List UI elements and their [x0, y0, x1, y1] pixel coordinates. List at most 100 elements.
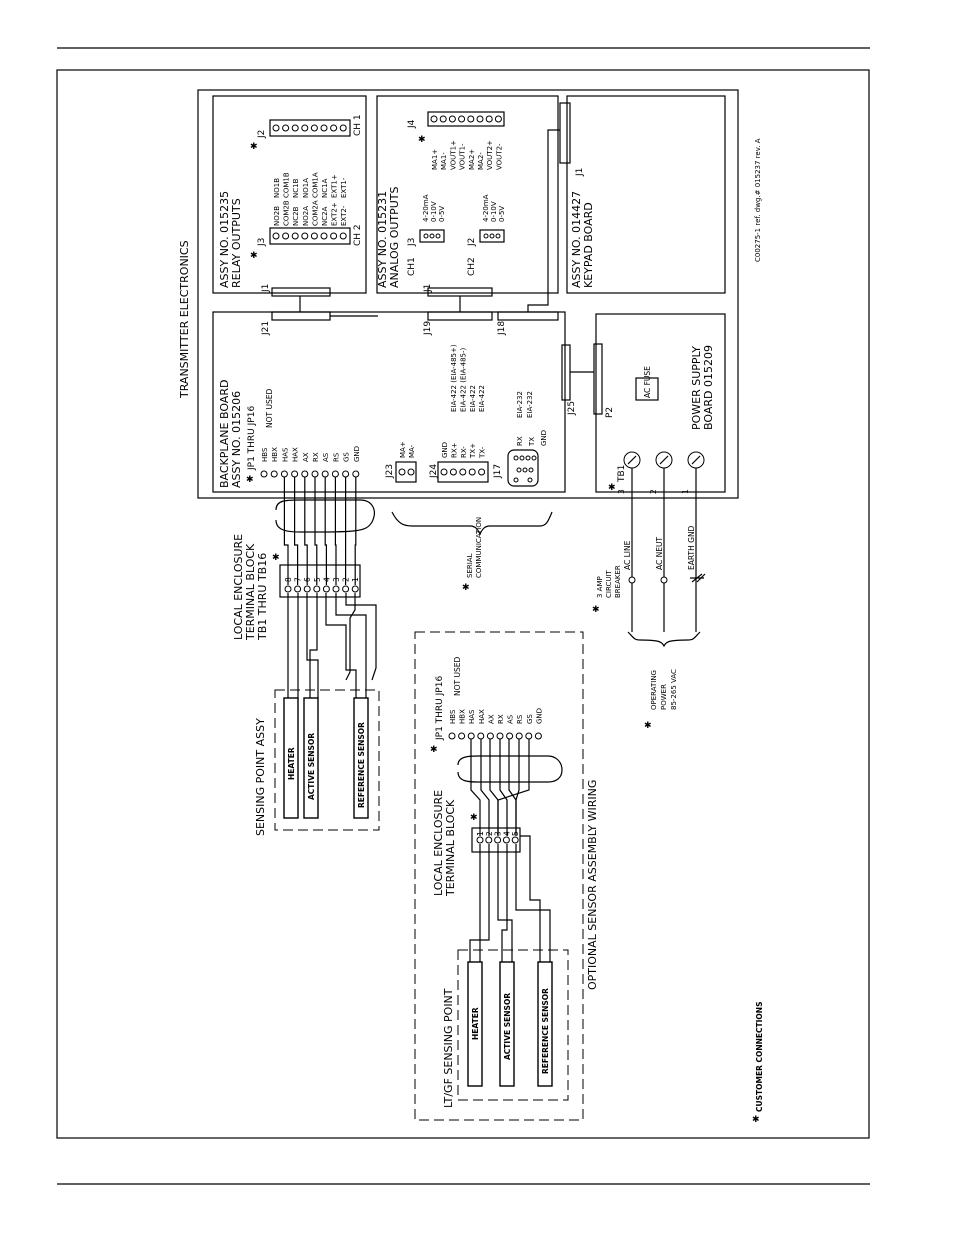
backplane-jp-terminal-label: GND: [353, 446, 361, 462]
tb-top-block: [279, 564, 361, 598]
backplane-jp-terminal-label: GS: [343, 452, 351, 462]
relay-j2-connector: [269, 119, 351, 137]
keypad-board: [566, 95, 726, 294]
analog-j4-terminal: [458, 115, 466, 123]
tb-top-terminal: [322, 585, 330, 593]
relay-ch2-terminal: [310, 232, 318, 240]
opt-jp-terminal-label: HBX: [459, 709, 467, 724]
opt-jp-terminals: [448, 732, 542, 740]
tb-top-title1: LOCAL ENCLOSURE: [232, 534, 245, 640]
relay-ch2-terminal-label: NC2B: [292, 206, 300, 226]
backplane-jp-asterisk: ✱: [246, 475, 254, 485]
relay-ch2-terminal-label: NO2A: [302, 206, 310, 226]
analog-jumper-pin: [495, 233, 501, 239]
opt-jp-terminal: [534, 732, 542, 740]
db9-pin: [516, 467, 522, 473]
backplane-j24-protocols: EIA-422 (EIA-485+)EIA-422 (EIA-485-)EIA-…: [450, 344, 486, 412]
relay-ch2-terminal-label: NC2A: [321, 206, 329, 226]
opt-wire: [470, 739, 481, 836]
relay-ch1-terminal-label: COM1A: [311, 172, 319, 198]
analog-j2-jumper: [479, 229, 505, 243]
tb1-screw: [659, 455, 669, 465]
operating-text-line: POWER: [660, 684, 668, 710]
j17-terminal-label: RX: [516, 436, 524, 446]
breaker-text-line: BREAKER: [614, 565, 622, 598]
analog-j4-terminal: [485, 115, 493, 123]
backplane-jp-terminal: [291, 470, 299, 478]
opt-jp-terminal: [486, 732, 494, 740]
relay-ch1-terminal: [330, 124, 338, 132]
db9-pin: [519, 455, 525, 461]
db9-pin: [528, 467, 534, 473]
serial-brace: [391, 511, 553, 536]
opt-tb-title1: LOCAL ENCLOSURE: [432, 790, 445, 896]
relay-ch2-terminal: [320, 232, 328, 240]
opt-wire: [497, 739, 530, 836]
backplane-j17-label: J17: [493, 464, 503, 479]
j24-terminal-label: TX-: [479, 446, 487, 459]
backplane-j25-connector: [561, 344, 571, 401]
analog-jumper-pin: [429, 233, 435, 239]
j23-terminal: [407, 468, 415, 476]
db9-pin: [513, 455, 519, 461]
analog-j4-terminal: [476, 115, 484, 123]
sensing-point-enclosure: [274, 689, 380, 831]
analog-board-title1: ASSY NO. 015231: [376, 191, 389, 288]
operating-text-line: 85-265 VAC: [670, 669, 678, 710]
analog-j4-asterisk: ✱: [418, 135, 426, 145]
opt-jp-terminal: [496, 732, 504, 740]
relay-board-title2: RELAY OUTPUTS: [230, 198, 243, 288]
analog-j4-label: J4: [407, 119, 417, 129]
relay-ch1-terminal: [339, 124, 347, 132]
top-wire: [324, 477, 327, 585]
opt-cable-loop: [457, 755, 563, 783]
analog-jumper-pin: [435, 233, 441, 239]
opt-tb-terminal: [476, 836, 484, 844]
opt-jp-terminal-label: GND: [535, 708, 543, 724]
tb-top-terminal: [284, 585, 292, 593]
analog-board-title2: ANALOG OUTPUTS: [388, 186, 401, 288]
relay-board: [212, 95, 367, 294]
ac-fuse: [635, 377, 659, 401]
keypad-j1-label: J1: [575, 168, 585, 177]
backplane-jp-terminal-label: AS: [322, 452, 330, 462]
opt-jp-terminal: [525, 732, 533, 740]
db9-pin: [513, 477, 519, 483]
lt-gf-title: LT/GF SENSING POINT: [442, 988, 455, 1108]
j17-protocol-label: EIA-232: [516, 391, 524, 418]
j24-block: [437, 461, 489, 483]
backplane-jp-terminal-label: HBS: [261, 447, 269, 462]
opt-jp-terminal-label: HAS: [468, 709, 476, 724]
sp-active-label: ACTIVE SENSOR: [307, 733, 316, 800]
relay-ribbon-j1: [271, 287, 331, 297]
relay-ch2-terminal-label: COM2A: [311, 200, 319, 226]
db9-connector: [507, 449, 539, 487]
top-wiring: [275, 477, 377, 698]
backplane-j24-label: J24: [429, 464, 439, 479]
tb-top-title2: TERMINAL BLOCK: [244, 543, 257, 641]
drawing-reference: C00275-1 ref. dwg.# 015237 rev. A: [754, 138, 762, 262]
relay-ch2-terminal-label: EXT2+: [331, 202, 339, 226]
backplane-board: [212, 311, 566, 493]
backplane-ribbon-j18: [497, 311, 559, 321]
tb1-label: TB1: [617, 465, 627, 483]
relay-ch2-terminal-label: COM2B: [283, 200, 291, 226]
analog-jumper-pin: [423, 233, 429, 239]
j23-terminal: [398, 468, 406, 476]
opt-sensor-wire: [520, 835, 541, 962]
j23-terminal-label: MA+: [399, 441, 407, 458]
sp-wire: [306, 593, 319, 698]
backplane-j18-label: J18: [497, 321, 507, 336]
tb1-screw: [627, 455, 637, 465]
opt-jp-asterisk: ✱: [430, 745, 438, 755]
analog-jumper-pins: [423, 233, 501, 239]
relay-ch2-label: CH 2: [353, 224, 363, 246]
opt-tb-terminal: [502, 836, 510, 844]
analog-board: [376, 95, 559, 294]
power-supply-board: [595, 313, 726, 493]
